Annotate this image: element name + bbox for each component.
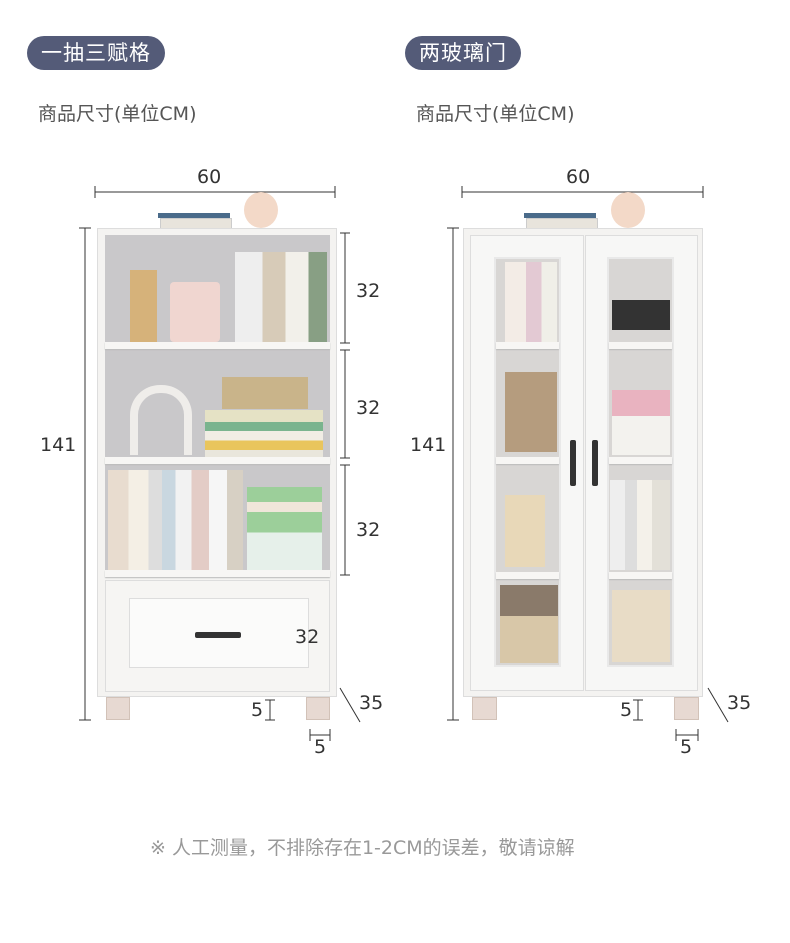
decor-books bbox=[235, 252, 327, 342]
shelf bbox=[496, 572, 559, 579]
height-label: 141 bbox=[410, 434, 447, 456]
decor-book bbox=[158, 213, 230, 218]
decor-game-console bbox=[612, 300, 670, 330]
decor-arch bbox=[130, 385, 192, 455]
leg-width-label: 5 bbox=[680, 736, 693, 758]
shelf-height-label: 32 bbox=[356, 280, 381, 302]
decor-sharpener bbox=[170, 282, 220, 342]
leg-height-label: 5 bbox=[620, 699, 633, 721]
size-unit-label: 商品尺寸(单位CM) bbox=[416, 103, 575, 125]
leg-width-label: 5 bbox=[314, 736, 327, 758]
leg-height-label: 5 bbox=[251, 699, 264, 721]
decor-calendar bbox=[505, 495, 545, 567]
shelf bbox=[105, 457, 330, 464]
shelf-height-label: 32 bbox=[356, 397, 381, 419]
decor-basket bbox=[500, 585, 558, 663]
shelf bbox=[496, 457, 559, 464]
shelf bbox=[105, 570, 330, 577]
width-label: 60 bbox=[197, 166, 222, 188]
decor-frame bbox=[505, 372, 557, 452]
depth-label: 35 bbox=[727, 692, 752, 714]
shelf bbox=[105, 342, 330, 349]
cabinet-leg bbox=[674, 697, 699, 720]
decor-boxes bbox=[247, 487, 322, 570]
decor-books bbox=[108, 470, 243, 570]
decor-toy bbox=[611, 192, 645, 228]
door-handle bbox=[570, 440, 576, 486]
cabinet-leg bbox=[306, 697, 330, 720]
decor-boxes bbox=[612, 590, 670, 662]
drawer-height-label: 32 bbox=[295, 626, 320, 648]
decor-toy bbox=[244, 192, 278, 228]
shelf bbox=[609, 572, 672, 579]
shelf bbox=[496, 342, 559, 349]
door-handle bbox=[592, 440, 598, 486]
shelf bbox=[609, 342, 672, 349]
height-label: 141 bbox=[40, 434, 77, 456]
width-label: 60 bbox=[566, 166, 591, 188]
size-unit-label: 商品尺寸(单位CM) bbox=[38, 103, 197, 125]
decor-basket bbox=[222, 377, 308, 409]
decor-pen-holder bbox=[612, 390, 670, 455]
cabinet-leg bbox=[106, 697, 130, 720]
cabinet-leg bbox=[472, 697, 497, 720]
shelf bbox=[609, 457, 672, 464]
variant-badge-glass-doors: 两玻璃门 bbox=[405, 36, 521, 70]
decor-pencil bbox=[130, 270, 157, 342]
decor-book bbox=[524, 213, 596, 218]
decor-books bbox=[205, 410, 323, 457]
shelf-height-label: 32 bbox=[356, 519, 381, 541]
decor-books bbox=[610, 480, 670, 570]
variant-badge-drawer: 一抽三赋格 bbox=[27, 36, 165, 70]
measurement-disclaimer: ※ 人工测量，不排除存在1-2CM的误差，敬请谅解 bbox=[150, 837, 575, 859]
drawer-handle bbox=[195, 632, 241, 638]
decor-books bbox=[505, 262, 557, 342]
depth-label: 35 bbox=[359, 692, 384, 714]
